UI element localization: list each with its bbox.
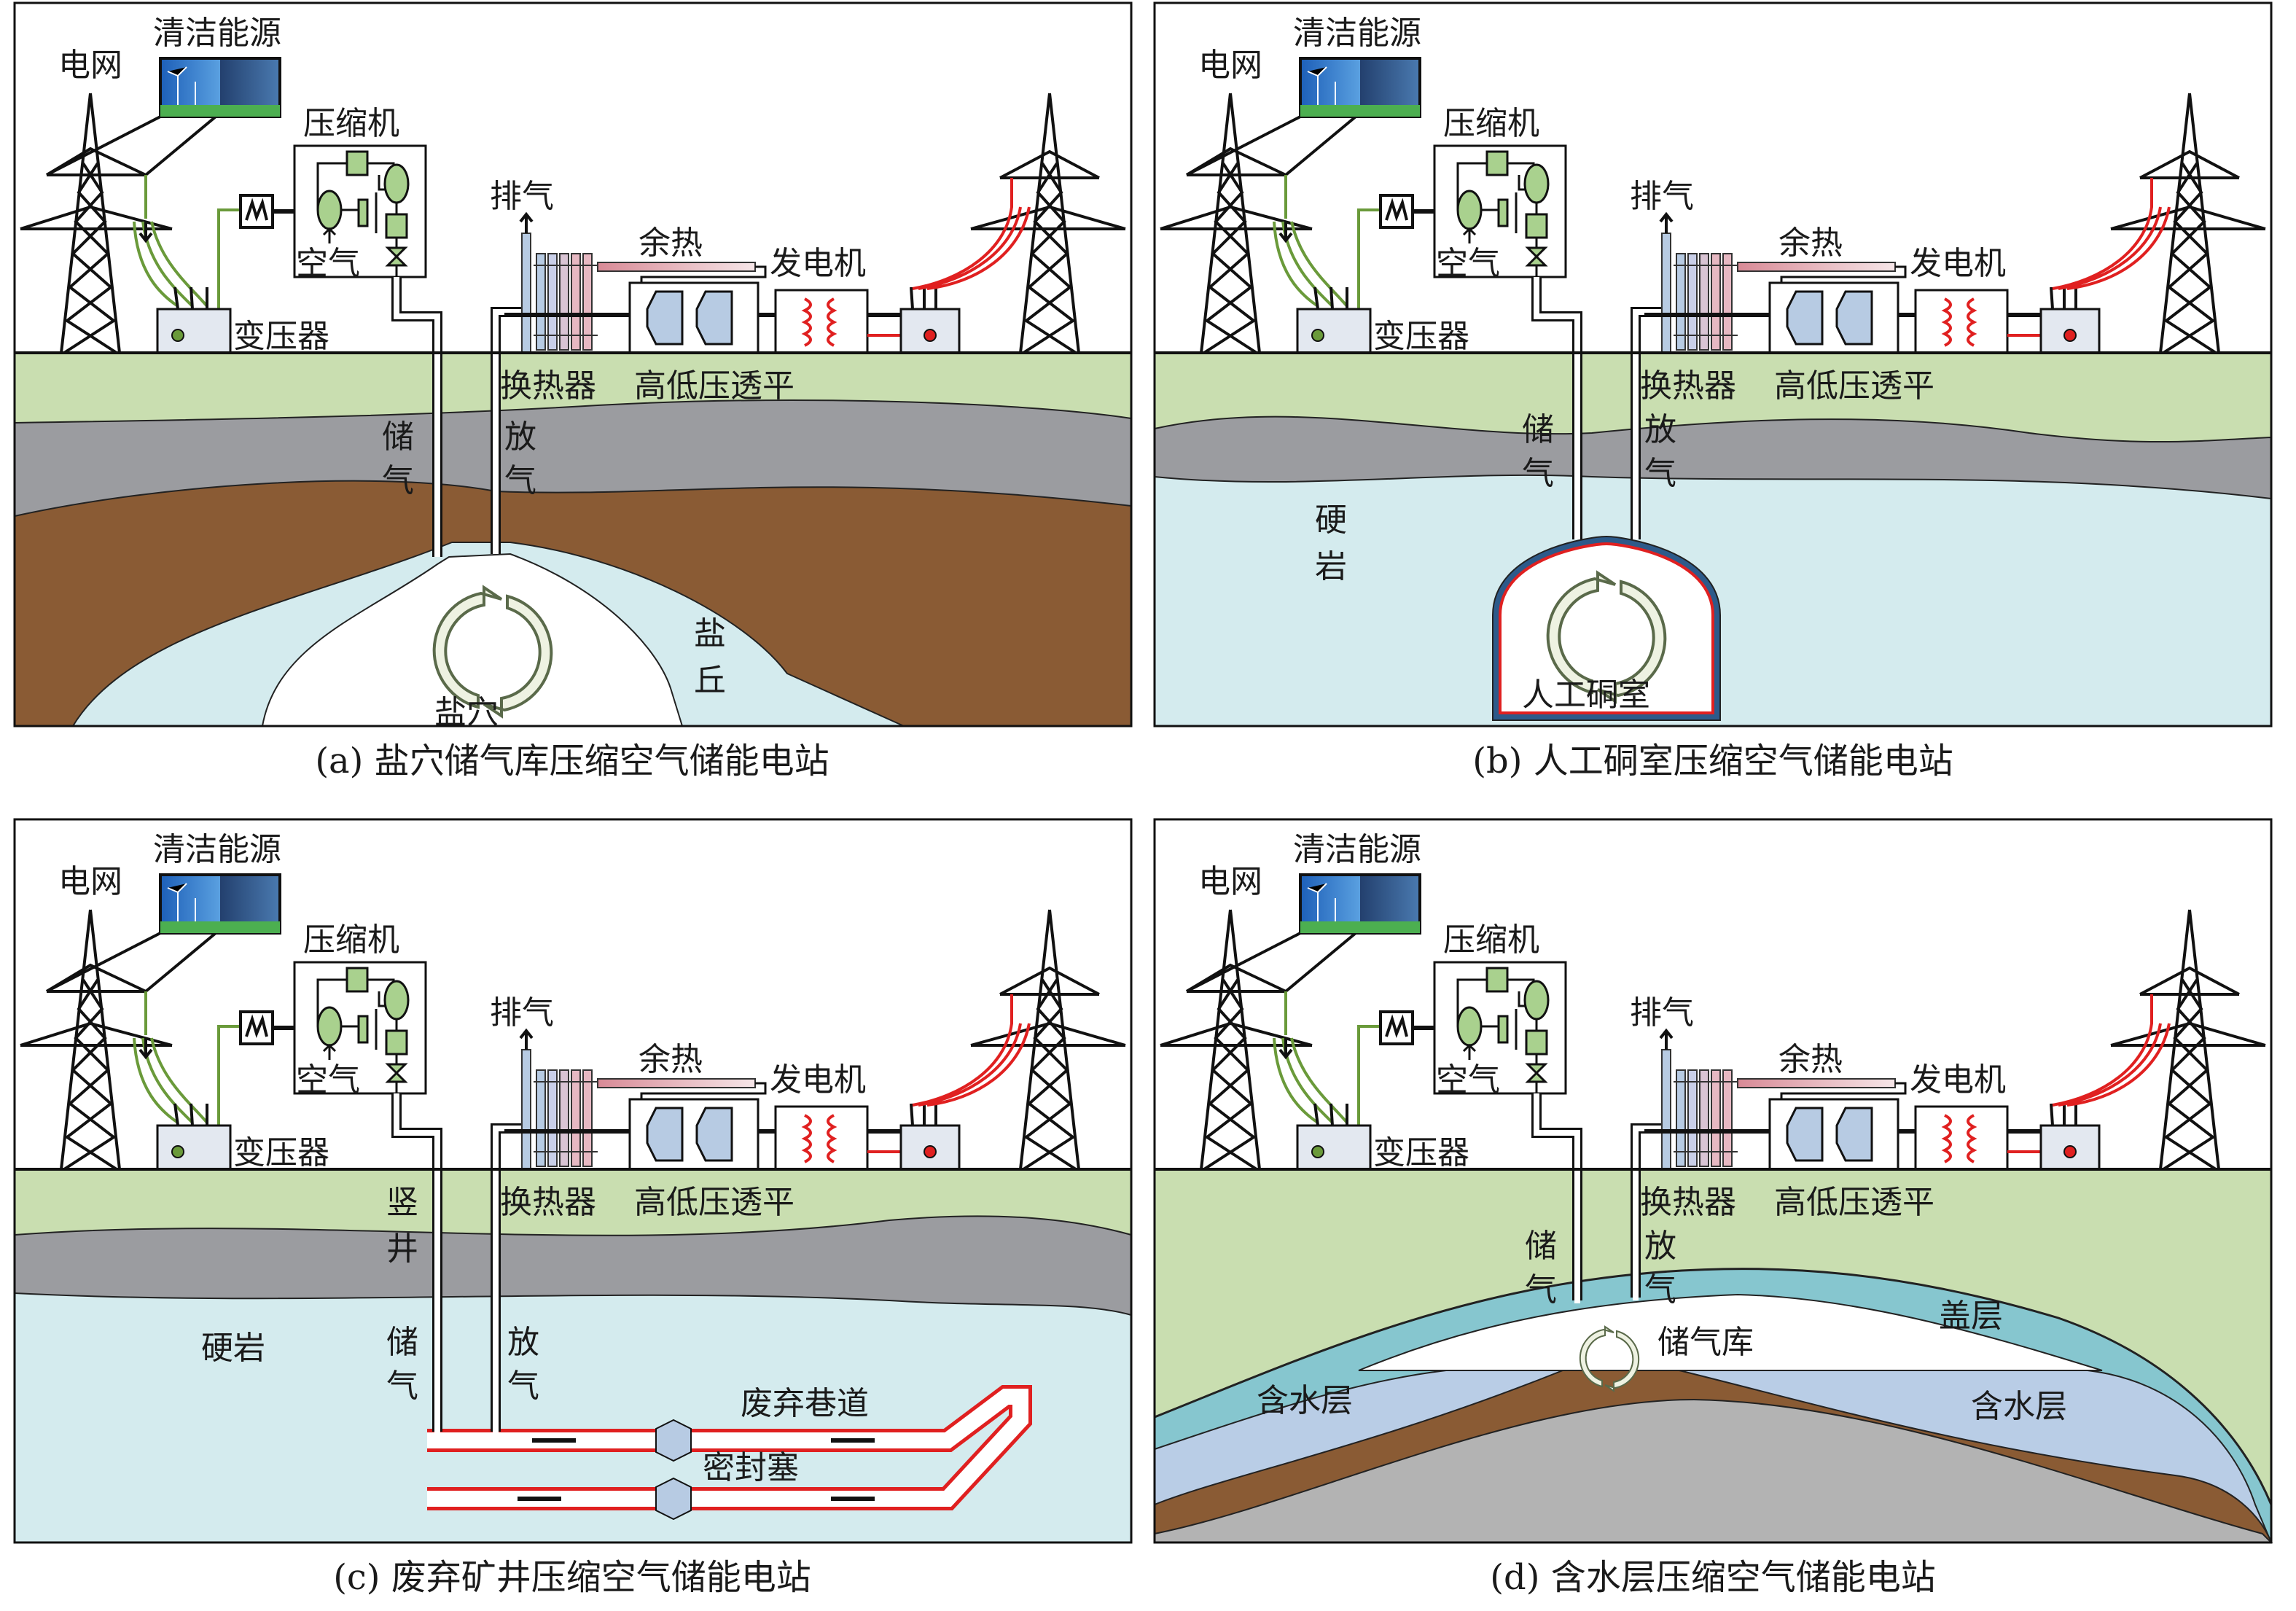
dome-label: 丘	[694, 662, 726, 699]
panel-c-abandoned-mine: 电网清洁能源压缩机空气变压器排气余热发电机换热器高低压透平竖井硬岩储气放气废弃巷…	[14, 818, 1132, 1544]
release-label: 放	[1644, 1228, 1676, 1265]
exhaust-label: 排气	[490, 994, 554, 1031]
panel-d-aquifer: 电网清洁能源压缩机空气变压器排气余热发电机换热器高低压透平储气放气盖层储气库含水…	[1154, 818, 2273, 1544]
turbine-label: 高低压透平	[634, 1184, 794, 1221]
store-label: 储	[382, 418, 414, 456]
shaft-label: 井	[386, 1230, 418, 1268]
seal-plug	[655, 1419, 692, 1521]
release-label: 气	[1644, 455, 1676, 492]
store-label: 储	[386, 1324, 418, 1361]
grid-label: 电网	[1198, 47, 1262, 84]
turbine-label: 高低压透平	[1774, 367, 1934, 405]
grid-label: 电网	[1198, 863, 1262, 900]
turbine-label: 高低压透平	[1774, 1184, 1934, 1221]
panel-b-artificial-cavern: 电网清洁能源压缩机空气变压器排气余热发电机换热器高低压透平储气放气硬岩人工硐室	[1155, 1, 2271, 728]
release-label: 气	[1644, 1271, 1676, 1308]
cavern-label: 盐穴	[434, 694, 499, 731]
wells	[432, 1169, 501, 1435]
rock-label: 硬	[1315, 502, 1347, 539]
abandoned-tunnel	[427, 1385, 1032, 1521]
clean-energy-label: 清洁能源	[153, 15, 281, 52]
transformer-label: 变压器	[233, 318, 329, 355]
gas-reservoir	[1358, 1293, 2103, 1371]
waste-heat-label: 余热	[1778, 1041, 1843, 1078]
dome-label: 盐	[694, 615, 726, 652]
compressor-label: 压缩机	[303, 921, 399, 959]
transformer-label: 变压器	[233, 1134, 329, 1171]
air-label: 空气	[296, 1061, 360, 1099]
air-label: 空气	[1436, 245, 1500, 282]
cavern-label: 人工硐室	[1522, 676, 1650, 714]
waste-heat-label: 余热	[639, 1041, 703, 1078]
caption-a: (a) 盐穴储气库压缩空气储能电站	[315, 741, 829, 781]
transformer-label: 变压器	[1373, 318, 1469, 355]
caprock-label: 盖层	[1939, 1298, 2003, 1335]
compressor-label: 压缩机	[303, 105, 399, 142]
store-label: 储	[1525, 1228, 1557, 1265]
store-label: 气	[1522, 455, 1554, 492]
waste-heat-label: 余热	[1778, 225, 1843, 262]
caption-c: (c) 废弃矿井压缩空气储能电站	[333, 1557, 811, 1598]
wells	[432, 353, 501, 557]
exhaust-label: 排气	[1630, 994, 1694, 1031]
salt-cavern	[261, 553, 684, 727]
wells	[1572, 353, 1641, 539]
clean-energy-label: 清洁能源	[153, 831, 281, 868]
generator-label: 发电机	[770, 245, 866, 282]
heat-exchanger-label: 换热器	[500, 367, 596, 405]
generator-label: 发电机	[1910, 245, 2006, 282]
store-label: 气	[1525, 1271, 1557, 1308]
release-label: 气	[504, 462, 536, 499]
air-label: 空气	[1436, 1061, 1500, 1099]
store-label: 气	[386, 1368, 418, 1405]
caption-b: (b) 人工硐室压缩空气储能电站	[1472, 741, 1953, 781]
compressor-label: 压缩机	[1443, 105, 1539, 142]
turbine-label: 高低压透平	[634, 367, 794, 405]
air-label: 空气	[296, 245, 360, 282]
caption-d: (d) 含水层压缩空气储能电站	[1490, 1557, 1935, 1598]
clean-energy-label: 清洁能源	[1293, 15, 1421, 52]
generator-label: 发电机	[770, 1061, 866, 1099]
shaft-label: 竖	[386, 1184, 418, 1221]
release-label: 放	[504, 418, 536, 456]
store-label: 气	[382, 462, 414, 499]
heat-exchanger-label: 换热器	[500, 1184, 596, 1221]
wells	[1572, 1169, 1641, 1303]
waste-heat-label: 余热	[639, 225, 703, 262]
rock-label: 岩	[1315, 548, 1347, 585]
heat-exchanger-label: 换热器	[1640, 1184, 1736, 1221]
transformer-label: 变压器	[1373, 1134, 1469, 1171]
heat-exchanger-label: 换热器	[1640, 367, 1736, 405]
generator-label: 发电机	[1910, 1061, 2006, 1099]
release-label: 气	[507, 1368, 539, 1405]
grid-label: 电网	[58, 863, 122, 900]
compressor-label: 压缩机	[1443, 921, 1539, 959]
rock-label: 硬岩	[201, 1330, 265, 1367]
aquifer-right-label: 含水层	[1971, 1388, 2067, 1425]
store-label: 储	[1522, 411, 1554, 448]
panel-a-salt-cavern: 电网清洁能源压缩机空气变压器排气余热发电机换热器高低压透平储气放气盐丘盐穴	[15, 1, 1131, 731]
grid-label: 电网	[58, 47, 122, 84]
release-label: 放	[1644, 411, 1676, 448]
plug-label: 密封塞	[703, 1449, 799, 1486]
hard-rock-layer	[14, 1292, 1132, 1543]
release-label: 放	[507, 1324, 539, 1361]
aquifer-left-label: 含水层	[1257, 1382, 1353, 1419]
bedrock-layer	[1154, 1398, 2273, 1543]
clean-energy-label: 清洁能源	[1293, 831, 1421, 868]
tunnel-label: 废弃巷道	[741, 1385, 869, 1422]
exhaust-label: 排气	[1630, 178, 1694, 215]
reservoir-label: 储气库	[1657, 1324, 1754, 1361]
exhaust-label: 排气	[490, 178, 554, 215]
